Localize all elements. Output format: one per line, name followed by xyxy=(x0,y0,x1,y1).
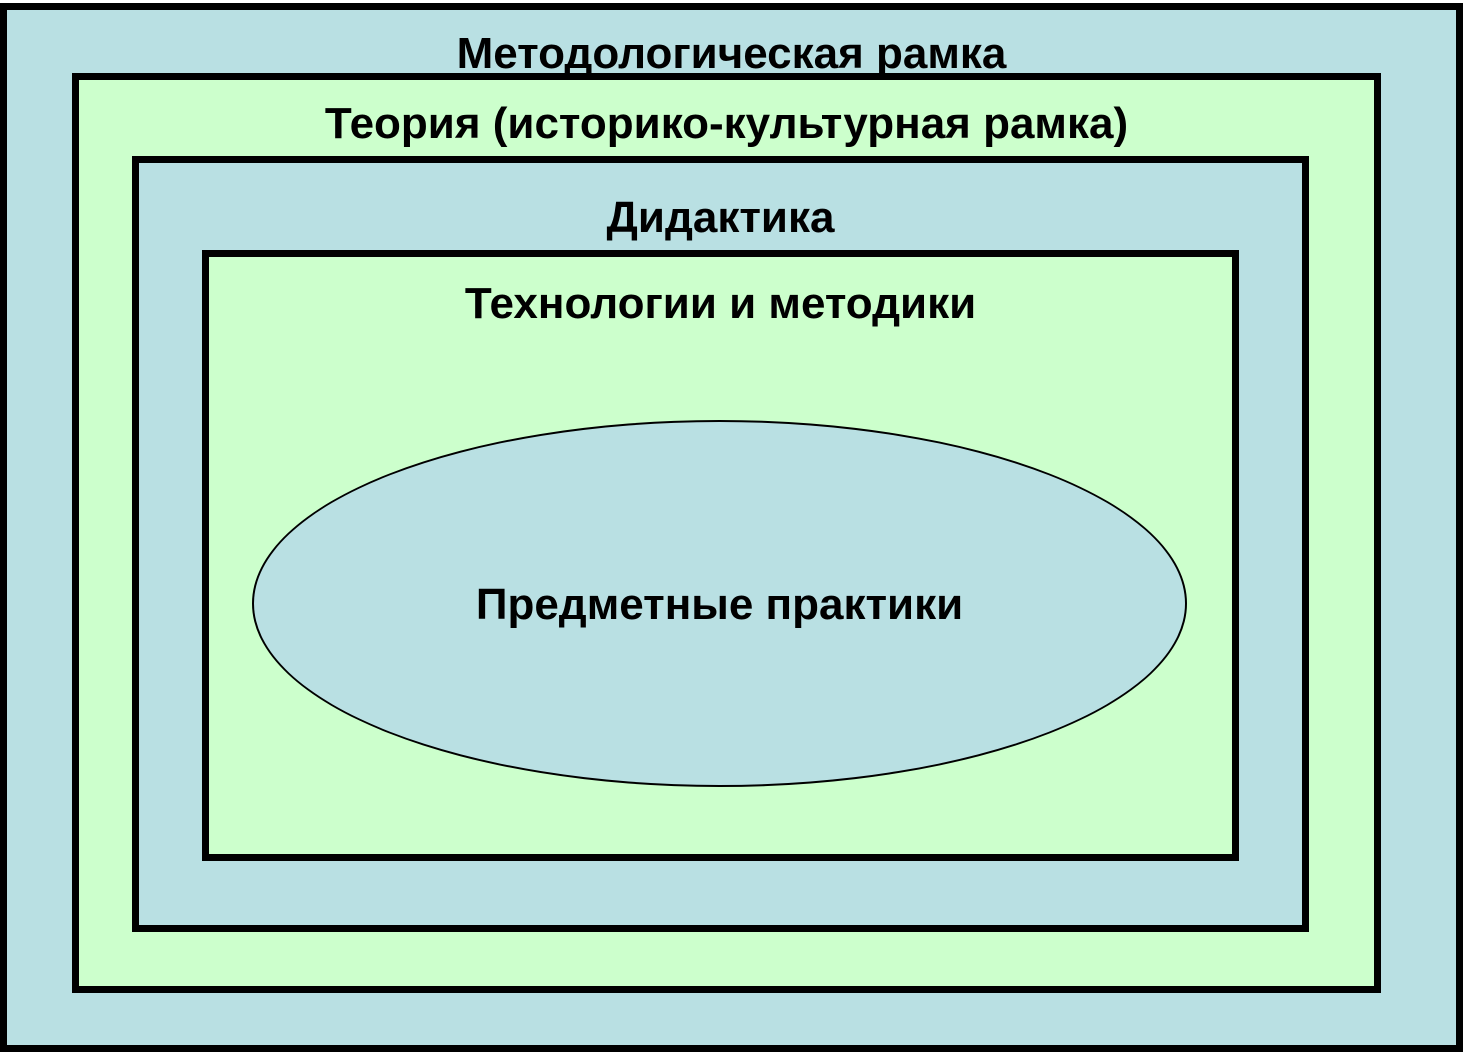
methodology-frame-label: Методологическая рамка xyxy=(456,29,1007,78)
subject-practices-ellipse: Предметные практики xyxy=(252,420,1187,787)
theory-frame-label: Теория (историко-культурная рамка) xyxy=(324,99,1129,148)
technologies-methods-frame-label: Технологии и методики xyxy=(464,279,977,328)
didactics-frame-label: Дидактика xyxy=(606,193,835,242)
subject-practices-label: Предметные практики xyxy=(475,580,964,629)
